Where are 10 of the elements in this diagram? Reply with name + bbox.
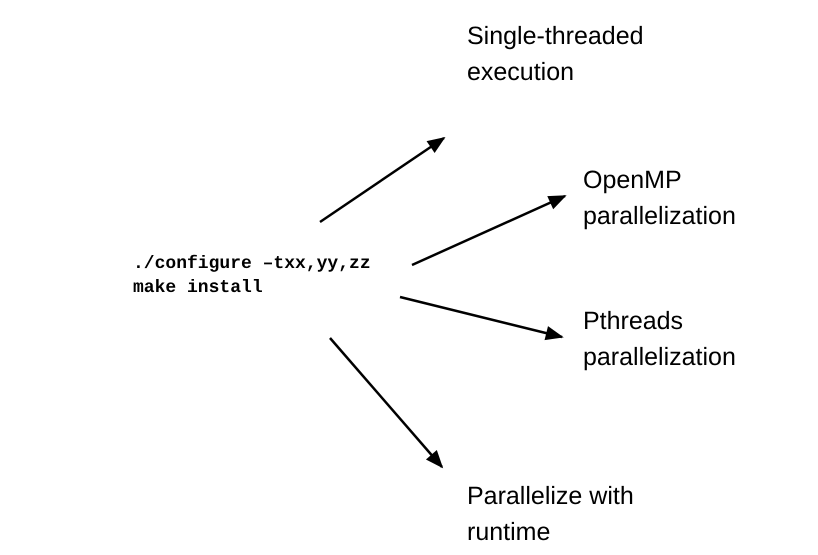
arrow xyxy=(329,337,444,468)
arrow xyxy=(319,136,446,224)
arrow xyxy=(411,194,567,266)
outcome-text: OpenMP parallelization xyxy=(583,165,737,232)
command-text: make install xyxy=(133,277,264,300)
arrow xyxy=(400,296,564,340)
outcome-text: Single-threaded execution xyxy=(467,21,645,88)
outcome-text: Parallelize with runtime xyxy=(467,481,635,548)
command-text: ./configure –txx,yy,zz xyxy=(133,253,372,276)
outcome-text: Pthreads parallelization xyxy=(583,306,737,373)
